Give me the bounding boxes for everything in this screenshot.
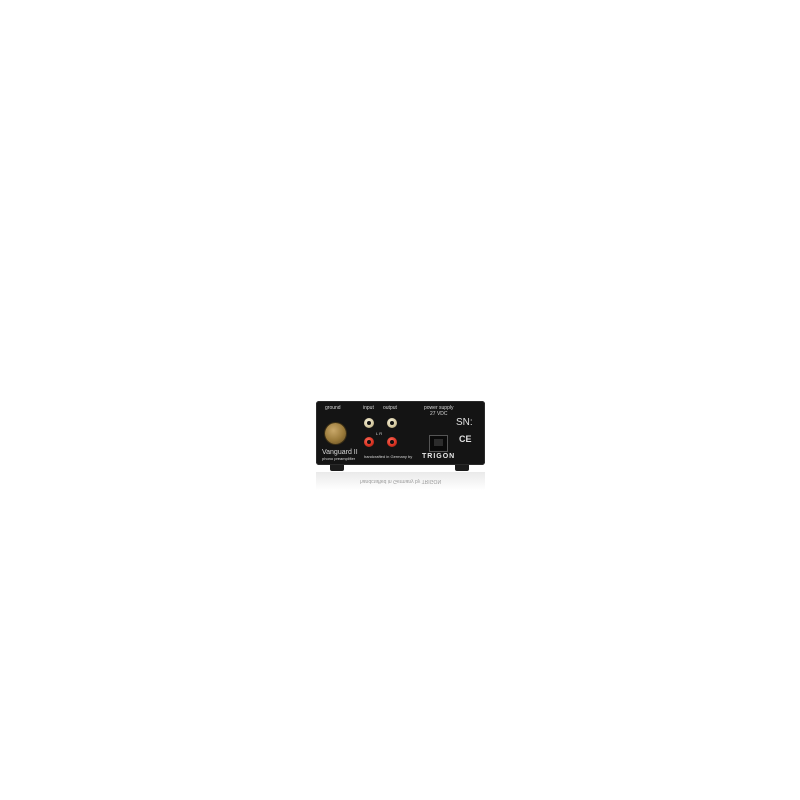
input-left-jack xyxy=(364,418,374,428)
brand-logo: TRIGON xyxy=(422,453,456,460)
right-foot xyxy=(455,465,469,471)
output-right-jack xyxy=(387,437,397,447)
ground-terminal xyxy=(325,423,346,444)
made-in-label: handcrafted in Germany by xyxy=(364,454,413,459)
reflection-text: handcrafted in Germany by TRIGON xyxy=(360,478,442,484)
model-name: Vanguard II xyxy=(322,449,358,456)
power-voltage-label: 27 VDC xyxy=(430,411,448,417)
ground-label: ground xyxy=(325,405,341,411)
device-reflection xyxy=(316,472,485,490)
channel-mark: L R xyxy=(376,431,383,436)
left-foot xyxy=(330,465,344,471)
serial-number-label: SN: xyxy=(456,417,473,428)
power-supply-label: power supply xyxy=(424,405,454,411)
input-label: input xyxy=(363,405,374,411)
input-right-jack xyxy=(364,437,374,447)
model-subtitle: phono preamplifier xyxy=(322,456,356,461)
ce-mark: CE xyxy=(459,434,472,444)
preamp-back-panel: ground input output L R power supply 27 … xyxy=(316,401,485,465)
output-label: output xyxy=(383,405,397,411)
output-left-jack xyxy=(387,418,397,428)
dc-power-jack xyxy=(429,435,448,452)
